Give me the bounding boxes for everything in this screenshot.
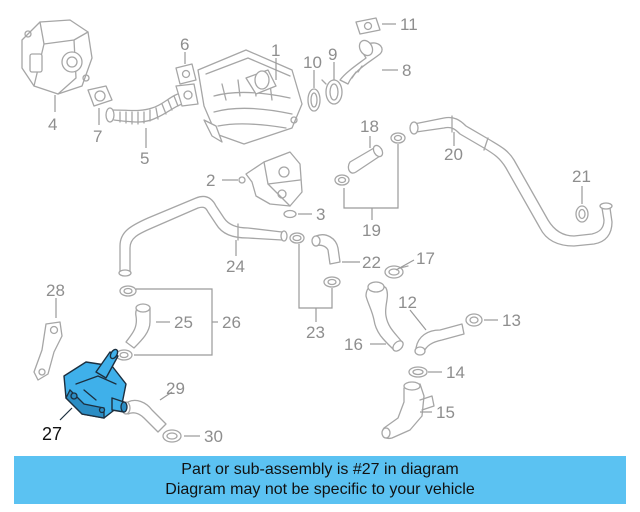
banner-line-1: Part or sub-assembly is #27 in diagram	[181, 461, 459, 478]
parts-diagram: 1 2 3 4 5 6 7 8 9 10 11 12 13 14 15 16 1…	[21, 15, 613, 446]
callout-19: 19	[362, 221, 381, 240]
part-9-clamp	[321, 79, 343, 105]
part-5-egr-pipe	[105, 83, 199, 125]
info-banner: Part or sub-assembly is #27 in diagram D…	[14, 456, 626, 504]
part-23-clamp	[289, 232, 341, 288]
part-21-washer	[575, 205, 589, 223]
callout-1: 1	[271, 41, 280, 60]
callout-3: 3	[316, 205, 325, 224]
callout-21: 21	[572, 167, 591, 186]
part-18-hose	[347, 144, 384, 174]
callout-24: 24	[226, 257, 245, 276]
callout-12: 12	[398, 293, 417, 312]
part-8-hose	[339, 39, 383, 85]
part-25-hose	[125, 303, 151, 349]
part-3-washer	[283, 209, 297, 219]
part-1-egr-cooler	[197, 49, 303, 145]
callout-9: 9	[328, 45, 337, 64]
callout-labels: 1 2 3 4 5 6 7 8 9 10 11 12 13 14 15 16 1…	[42, 15, 591, 446]
callout-11: 11	[400, 15, 418, 34]
callout-14: 14	[446, 363, 465, 382]
callout-16: 16	[344, 335, 363, 354]
part-16-hose	[365, 281, 404, 352]
callout-7: 7	[93, 127, 102, 146]
callout-25: 25	[174, 313, 193, 332]
part-20-pipe	[409, 115, 613, 247]
banner-line-2: Diagram may not be specific to your vehi…	[165, 481, 475, 498]
part-30-clamp	[162, 429, 182, 443]
part-14-clamp	[408, 366, 428, 378]
part-28-bracket	[33, 321, 63, 381]
callout-26: 26	[222, 313, 241, 332]
part-7-gasket	[87, 85, 113, 107]
callout-23: 23	[306, 323, 325, 342]
part-13-clamp	[465, 313, 483, 327]
part-10-o-ring	[307, 88, 321, 112]
callout-27: 27	[42, 424, 62, 444]
callout-22: 22	[362, 253, 381, 272]
callout-2: 2	[206, 171, 215, 190]
callout-17: 17	[416, 249, 435, 268]
part-4-egr-valve	[21, 19, 93, 95]
part-12-hose	[414, 323, 465, 356]
part-2-bracket	[238, 151, 303, 207]
callout-18: 18	[360, 117, 379, 136]
part-17-clamp	[384, 265, 409, 279]
part-19-clamp	[334, 132, 406, 186]
part-24-coolant-pipe	[118, 195, 288, 277]
callout-5: 5	[140, 149, 149, 168]
callout-29: 29	[166, 379, 185, 398]
callout-30: 30	[204, 427, 223, 446]
part-6-gasket	[175, 63, 197, 85]
callout-4: 4	[48, 115, 57, 134]
callout-28: 28	[46, 281, 65, 300]
callout-10: 10	[303, 53, 322, 72]
callout-8: 8	[402, 61, 411, 80]
callout-6: 6	[180, 35, 189, 54]
part-29-hose	[121, 399, 167, 433]
part-26-clamp	[115, 285, 137, 361]
part-15-fitting	[381, 381, 435, 440]
part-11-flange	[355, 17, 381, 35]
callout-15: 15	[436, 403, 455, 422]
part-22-hose	[311, 234, 341, 265]
callout-20: 20	[444, 145, 463, 164]
part-27-water-pump[interactable]	[63, 348, 128, 419]
callout-13: 13	[502, 311, 521, 330]
